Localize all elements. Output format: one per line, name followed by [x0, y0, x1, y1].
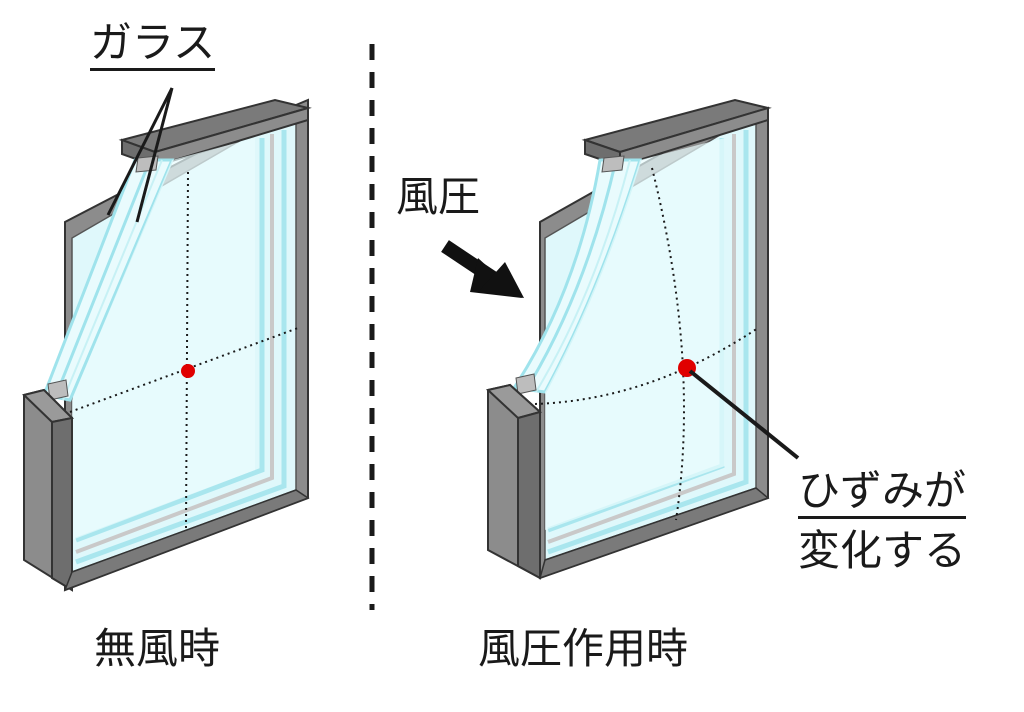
wind-pressure-label: 風圧 [396, 172, 481, 221]
window-under-pressure [485, 98, 800, 580]
measure-line-vertical [651, 167, 685, 521]
strain-leader [688, 369, 800, 460]
caption-no-wind: 無風時 [94, 624, 221, 673]
measure-point [181, 364, 195, 378]
caption-under-pressure: 風圧作用時 [478, 624, 689, 673]
glass-leader-2 [135, 87, 174, 223]
glass-leader-1 [106, 87, 174, 216]
window-no-wind [22, 98, 312, 592]
strain-label-line1: ひずみが [798, 470, 967, 519]
glass-pane [41, 158, 175, 402]
glass-label: ガラス [90, 22, 216, 71]
measure-line-horizontal [534, 327, 759, 405]
arrow-right-down-icon [441, 240, 524, 298]
strain-label-line2: 変化する [798, 526, 967, 575]
